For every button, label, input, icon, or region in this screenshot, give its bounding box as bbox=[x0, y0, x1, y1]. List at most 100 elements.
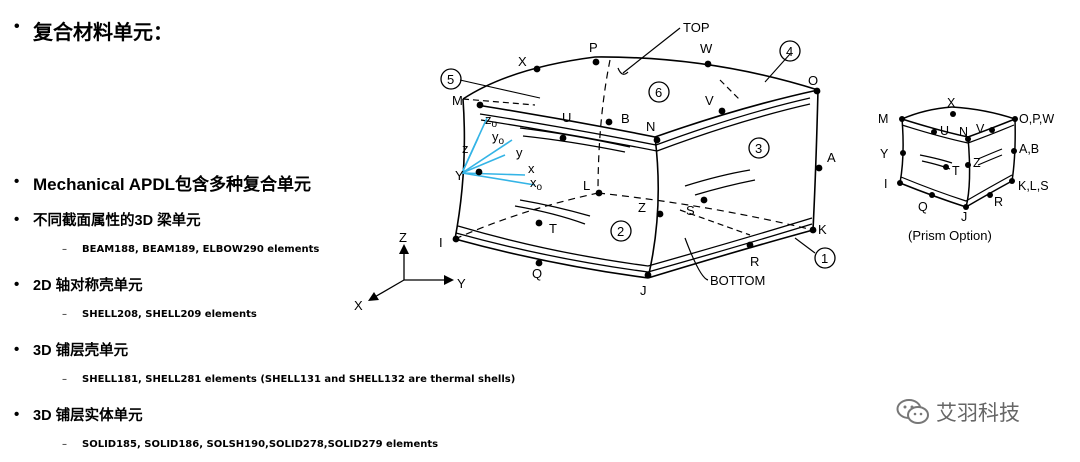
label-BOTTOM: BOTTOM bbox=[710, 273, 765, 288]
hidden-edge bbox=[719, 79, 741, 101]
prism-layer bbox=[900, 174, 1013, 202]
node-W bbox=[704, 60, 712, 68]
prism-label-V: V bbox=[976, 122, 985, 136]
node-M bbox=[476, 101, 484, 109]
bullet-dot: • bbox=[14, 211, 20, 228]
layer-line bbox=[479, 97, 811, 146]
sub-3d-layered-shell-text: SHELL181, SHELL281 elements (SHELL131 an… bbox=[82, 374, 516, 385]
node-U bbox=[559, 134, 567, 142]
layered-solid-diagram: TOP P W X O M U B N V A z Y L Z S T I Q … bbox=[354, 20, 836, 310]
node-Y bbox=[475, 168, 483, 176]
layer-line bbox=[480, 103, 811, 152]
prism-node-Q bbox=[929, 192, 935, 198]
axis-x-label: X bbox=[354, 298, 363, 310]
layer-line bbox=[519, 199, 591, 217]
circle-1-text: 1 bbox=[821, 251, 828, 266]
node-O bbox=[813, 87, 821, 95]
prism-top-edge-left bbox=[901, 106, 953, 120]
sub-2d-axisym-shell-text: SHELL208, SHELL209 elements bbox=[82, 309, 257, 320]
circle-2 bbox=[610, 220, 632, 242]
label-V: V bbox=[705, 93, 714, 108]
label-Y: Y bbox=[455, 168, 464, 183]
label-P: P bbox=[589, 40, 598, 55]
bullet-dot: • bbox=[14, 341, 20, 358]
triad-x bbox=[461, 172, 526, 176]
bullet-3d-layered-solid: 3D 铺层实体单元 bbox=[33, 408, 143, 424]
leader-1 bbox=[794, 237, 816, 254]
node-Q bbox=[535, 259, 543, 267]
label-z: z bbox=[462, 141, 469, 156]
label-B: B bbox=[621, 111, 630, 126]
hidden-edge bbox=[597, 59, 611, 194]
prism-node-U bbox=[931, 129, 937, 135]
dash: – bbox=[62, 309, 67, 320]
prism-label-M: M bbox=[878, 112, 888, 126]
label-zo: zo bbox=[485, 112, 498, 130]
label-W: W bbox=[700, 41, 713, 56]
prism-label-OPW: O,P,W bbox=[1019, 112, 1054, 126]
top-leader bbox=[622, 27, 681, 74]
bullet-2d-axisym-shell: 2D 轴对称壳单元 bbox=[33, 278, 143, 294]
sub-3d-layered-solid-text: SOLID185, SOLID186, SOLSH190,SOLID278,SO… bbox=[82, 439, 439, 450]
prism-node-X bbox=[950, 111, 956, 117]
prism-caption: (Prism Option) bbox=[908, 228, 992, 243]
axis-y-arrow bbox=[444, 275, 454, 285]
edge-bottom-front bbox=[454, 238, 649, 279]
prism-mid-edge bbox=[965, 136, 971, 208]
label-R: R bbox=[750, 254, 759, 269]
prism-node-N bbox=[965, 136, 971, 142]
prism-label-Y: Y bbox=[880, 147, 889, 161]
watermark: 艾羽科技 bbox=[896, 397, 1020, 427]
circle-4-text: 4 bbox=[786, 44, 793, 59]
triad-y bbox=[461, 154, 506, 174]
node-T bbox=[535, 219, 543, 227]
triad-yo bbox=[461, 139, 513, 174]
bullet-dot: • bbox=[14, 276, 20, 293]
bottom-leader bbox=[684, 237, 709, 281]
prism-node-KLS bbox=[1009, 178, 1015, 184]
label-y: y bbox=[516, 145, 523, 160]
circle-5-text: 5 bbox=[447, 72, 454, 87]
node-K bbox=[809, 226, 817, 234]
node-X bbox=[533, 65, 541, 73]
label-T: T bbox=[549, 221, 557, 236]
prism-node-Z bbox=[965, 162, 971, 168]
prism-label-T: T bbox=[952, 164, 960, 178]
bullet-composite-elements: Mechanical APDL包含多种复合单元 bbox=[33, 175, 312, 194]
hidden-edge bbox=[454, 192, 599, 240]
layer-line bbox=[514, 205, 586, 225]
prism-label-KLS: K,L,S bbox=[1018, 179, 1049, 193]
slide-title: 复合材料单元： bbox=[33, 22, 173, 44]
prism-node-Y bbox=[900, 150, 906, 156]
sub-3d-layered-solid: – SOLID185, SOLID186, SOLSH190,SOLID278,S… bbox=[62, 439, 438, 450]
prism-layer bbox=[901, 124, 1015, 144]
prism-top-edge-right bbox=[951, 106, 1016, 120]
circle-6 bbox=[648, 81, 670, 103]
bullet-3d-layered-shell: 3D 铺层壳单元 bbox=[33, 343, 129, 359]
bullet-3d-beam: 不同截面属性的3D 梁单元 bbox=[33, 213, 201, 229]
triad-z bbox=[461, 137, 479, 174]
prism-label-AB: A,B bbox=[1019, 142, 1039, 156]
prism-label-J: J bbox=[961, 210, 967, 224]
axis-x-line bbox=[372, 279, 405, 299]
sub-2d-axisym-shell: – SHELL208, SHELL209 elements bbox=[62, 309, 257, 320]
prism-label-N: N bbox=[959, 125, 968, 139]
bullet-dot: • bbox=[14, 173, 20, 190]
label-Z: Z bbox=[638, 200, 646, 215]
circle-5 bbox=[440, 68, 462, 90]
hidden-edge bbox=[597, 192, 814, 231]
circle-6-text: 6 bbox=[655, 85, 662, 100]
dash: – bbox=[62, 439, 67, 450]
circle-1 bbox=[814, 247, 836, 269]
prism-node-I bbox=[897, 180, 903, 186]
label-Q: Q bbox=[532, 266, 542, 281]
circle-3 bbox=[748, 137, 770, 159]
triad-xo bbox=[461, 172, 536, 186]
node-R bbox=[746, 241, 754, 249]
prism-layer bbox=[977, 148, 1003, 160]
axis-y-label: Y bbox=[457, 276, 466, 291]
node-A bbox=[815, 164, 823, 172]
prism-node-M bbox=[899, 116, 905, 122]
circle-2-text: 2 bbox=[617, 224, 624, 239]
node-I bbox=[452, 235, 460, 243]
